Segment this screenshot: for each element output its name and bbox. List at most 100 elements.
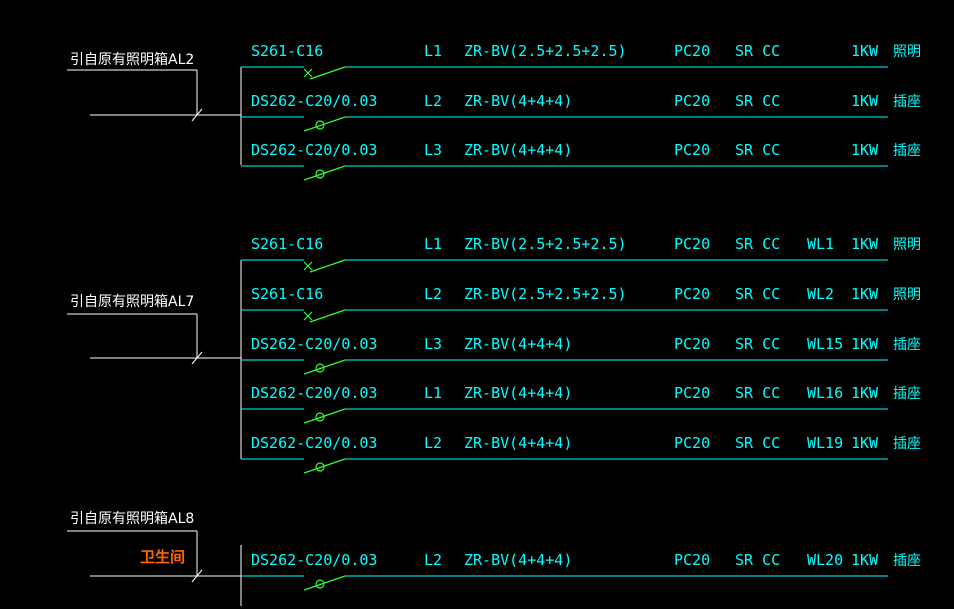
- load-type: 照明: [893, 44, 921, 60]
- breaker-model: DS262-C20/0.03: [251, 141, 377, 159]
- breaker-model: DS262-C20/0.03: [251, 434, 377, 452]
- rcd-symbol: [315, 363, 325, 373]
- circuit-id: WL19: [807, 434, 843, 452]
- conduit-spec: PC20: [674, 141, 710, 159]
- rcd-symbol: [315, 169, 325, 179]
- breaker-cross: [303, 311, 313, 321]
- switch-stub: [303, 420, 311, 424]
- source-label: 引自原有照明箱: [70, 294, 168, 310]
- switch-stub: [303, 128, 311, 132]
- load-power: 1KW: [851, 92, 879, 110]
- breaker-cross: [303, 261, 313, 271]
- load-power: 1KW: [851, 434, 879, 452]
- install-method: SR CC: [735, 551, 780, 569]
- load-power: 1KW: [851, 235, 879, 253]
- breaker-model: DS262-C20/0.03: [251, 551, 377, 569]
- switch-stub: [303, 587, 311, 591]
- cable-spec: ZR-BV(4+4+4): [464, 92, 572, 110]
- phase-label: L3: [424, 141, 442, 159]
- breaker-model: S261-C16: [251, 42, 323, 60]
- source-label: 引自原有照明箱: [70, 52, 168, 68]
- rcd-symbol: [315, 120, 325, 130]
- conduit-spec: PC20: [674, 42, 710, 60]
- load-type: 照明: [893, 287, 921, 303]
- rcd-symbol: [315, 579, 325, 589]
- conduit-spec: PC20: [674, 92, 710, 110]
- breaker-model: DS262-C20/0.03: [251, 335, 377, 353]
- load-type: 插座: [893, 143, 921, 159]
- switch-blade: [309, 116, 346, 130]
- switch-blade: [309, 458, 346, 472]
- room-label: 卫生间: [140, 548, 185, 566]
- phase-label: L2: [424, 285, 442, 303]
- switch-blade: [309, 309, 346, 323]
- load-type: 照明: [893, 237, 921, 253]
- install-method: SR CC: [735, 384, 780, 402]
- circuit-id: WL2: [807, 285, 834, 303]
- conduit-spec: PC20: [674, 285, 710, 303]
- circuit-id: WL15: [807, 335, 843, 353]
- cable-spec: ZR-BV(4+4+4): [464, 384, 572, 402]
- source-label: 引自原有照明箱: [70, 511, 168, 527]
- breaker-model: DS262-C20/0.03: [251, 92, 377, 110]
- switch-blade: [309, 165, 346, 179]
- switch-blade: [309, 259, 346, 273]
- cable-spec: ZR-BV(2.5+2.5+2.5): [464, 235, 627, 253]
- load-power: 1KW: [851, 42, 879, 60]
- install-method: SR CC: [735, 235, 780, 253]
- conduit-spec: PC20: [674, 235, 710, 253]
- switch-stub: [303, 470, 311, 474]
- cable-spec: ZR-BV(4+4+4): [464, 335, 572, 353]
- feeder-tick: [191, 108, 203, 122]
- load-power: 1KW: [851, 141, 879, 159]
- phase-label: L2: [424, 434, 442, 452]
- load-type: 插座: [893, 337, 921, 353]
- switch-blade: [309, 359, 346, 373]
- panel-id: AL2: [168, 52, 194, 68]
- rcd-symbol: [315, 462, 325, 472]
- circuit-row: DS262-C20/0.03 L1 ZR-BV(4+4+4) PC20 SR CC WL1…: [241, 384, 921, 424]
- load-power: 1KW: [851, 335, 879, 353]
- load-power: 1KW: [851, 285, 879, 303]
- switch-blade: [309, 66, 346, 80]
- circuit-id: WL16: [807, 384, 843, 402]
- phase-label: L2: [424, 551, 442, 569]
- phase-label: L2: [424, 92, 442, 110]
- load-power: 1KW: [851, 551, 879, 569]
- circuit-row: DS262-C20/0.03 L2 ZR-BV(4+4+4) PC20 SR CC WL2…: [241, 551, 921, 591]
- load-power: 1KW: [851, 384, 879, 402]
- conduit-spec: PC20: [674, 384, 710, 402]
- phase-label: L1: [424, 384, 442, 402]
- install-method: SR CC: [735, 335, 780, 353]
- breaker-model: S261-C16: [251, 235, 323, 253]
- install-method: SR CC: [735, 285, 780, 303]
- cable-spec: ZR-BV(2.5+2.5+2.5): [464, 285, 627, 303]
- phase-label: L3: [424, 335, 442, 353]
- load-type: 插座: [893, 94, 921, 110]
- breaker-model: DS262-C20/0.03: [251, 384, 377, 402]
- load-type: 插座: [893, 386, 921, 402]
- rcd-symbol: [315, 412, 325, 422]
- breaker-model: S261-C16: [251, 285, 323, 303]
- feeder-tick: [191, 569, 203, 583]
- conduit-spec: PC20: [674, 434, 710, 452]
- breaker-cross: [303, 68, 313, 78]
- load-type: 插座: [893, 436, 921, 452]
- phase-label: L1: [424, 42, 442, 60]
- conduit-spec: PC20: [674, 551, 710, 569]
- install-method: SR CC: [735, 141, 780, 159]
- feeder-tick: [191, 351, 203, 365]
- cable-spec: ZR-BV(4+4+4): [464, 551, 572, 569]
- circuit-id: WL20: [807, 551, 843, 569]
- install-method: SR CC: [735, 42, 780, 60]
- switch-stub: [303, 371, 311, 375]
- panel-id: AL8: [168, 511, 194, 527]
